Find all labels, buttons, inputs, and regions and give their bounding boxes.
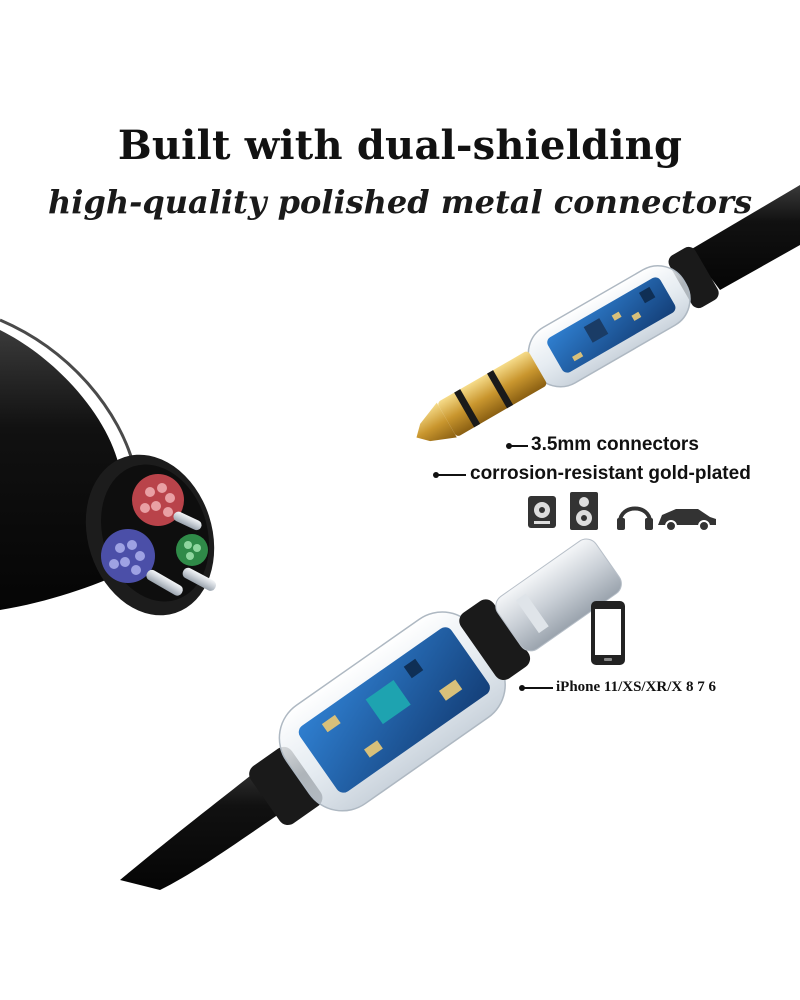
headline: Built with dual-shielding	[117, 122, 683, 169]
speaker-icon	[570, 492, 598, 530]
blue-wire-bundle	[101, 529, 155, 583]
lightning-plug	[120, 538, 622, 890]
red-wire-bundle	[132, 474, 202, 531]
car-icon	[658, 509, 716, 532]
plating-label: corrosion-resistant gold-plated	[470, 463, 751, 484]
aux-plug	[416, 185, 800, 442]
compatibility-label: iPhone 11/XS/XR/X 8 7 6	[556, 679, 717, 695]
smartphone-icon	[591, 601, 625, 665]
callout-leaders	[433, 443, 553, 691]
hard-drive-icon	[528, 496, 556, 528]
cable-cross-section	[0, 318, 217, 616]
subheadline: high-quality polished metal connectors	[48, 183, 752, 221]
headphones-icon	[617, 506, 653, 530]
green-wire-bundle	[176, 534, 208, 566]
connector-size-label: 3.5mm connectors	[531, 434, 699, 455]
